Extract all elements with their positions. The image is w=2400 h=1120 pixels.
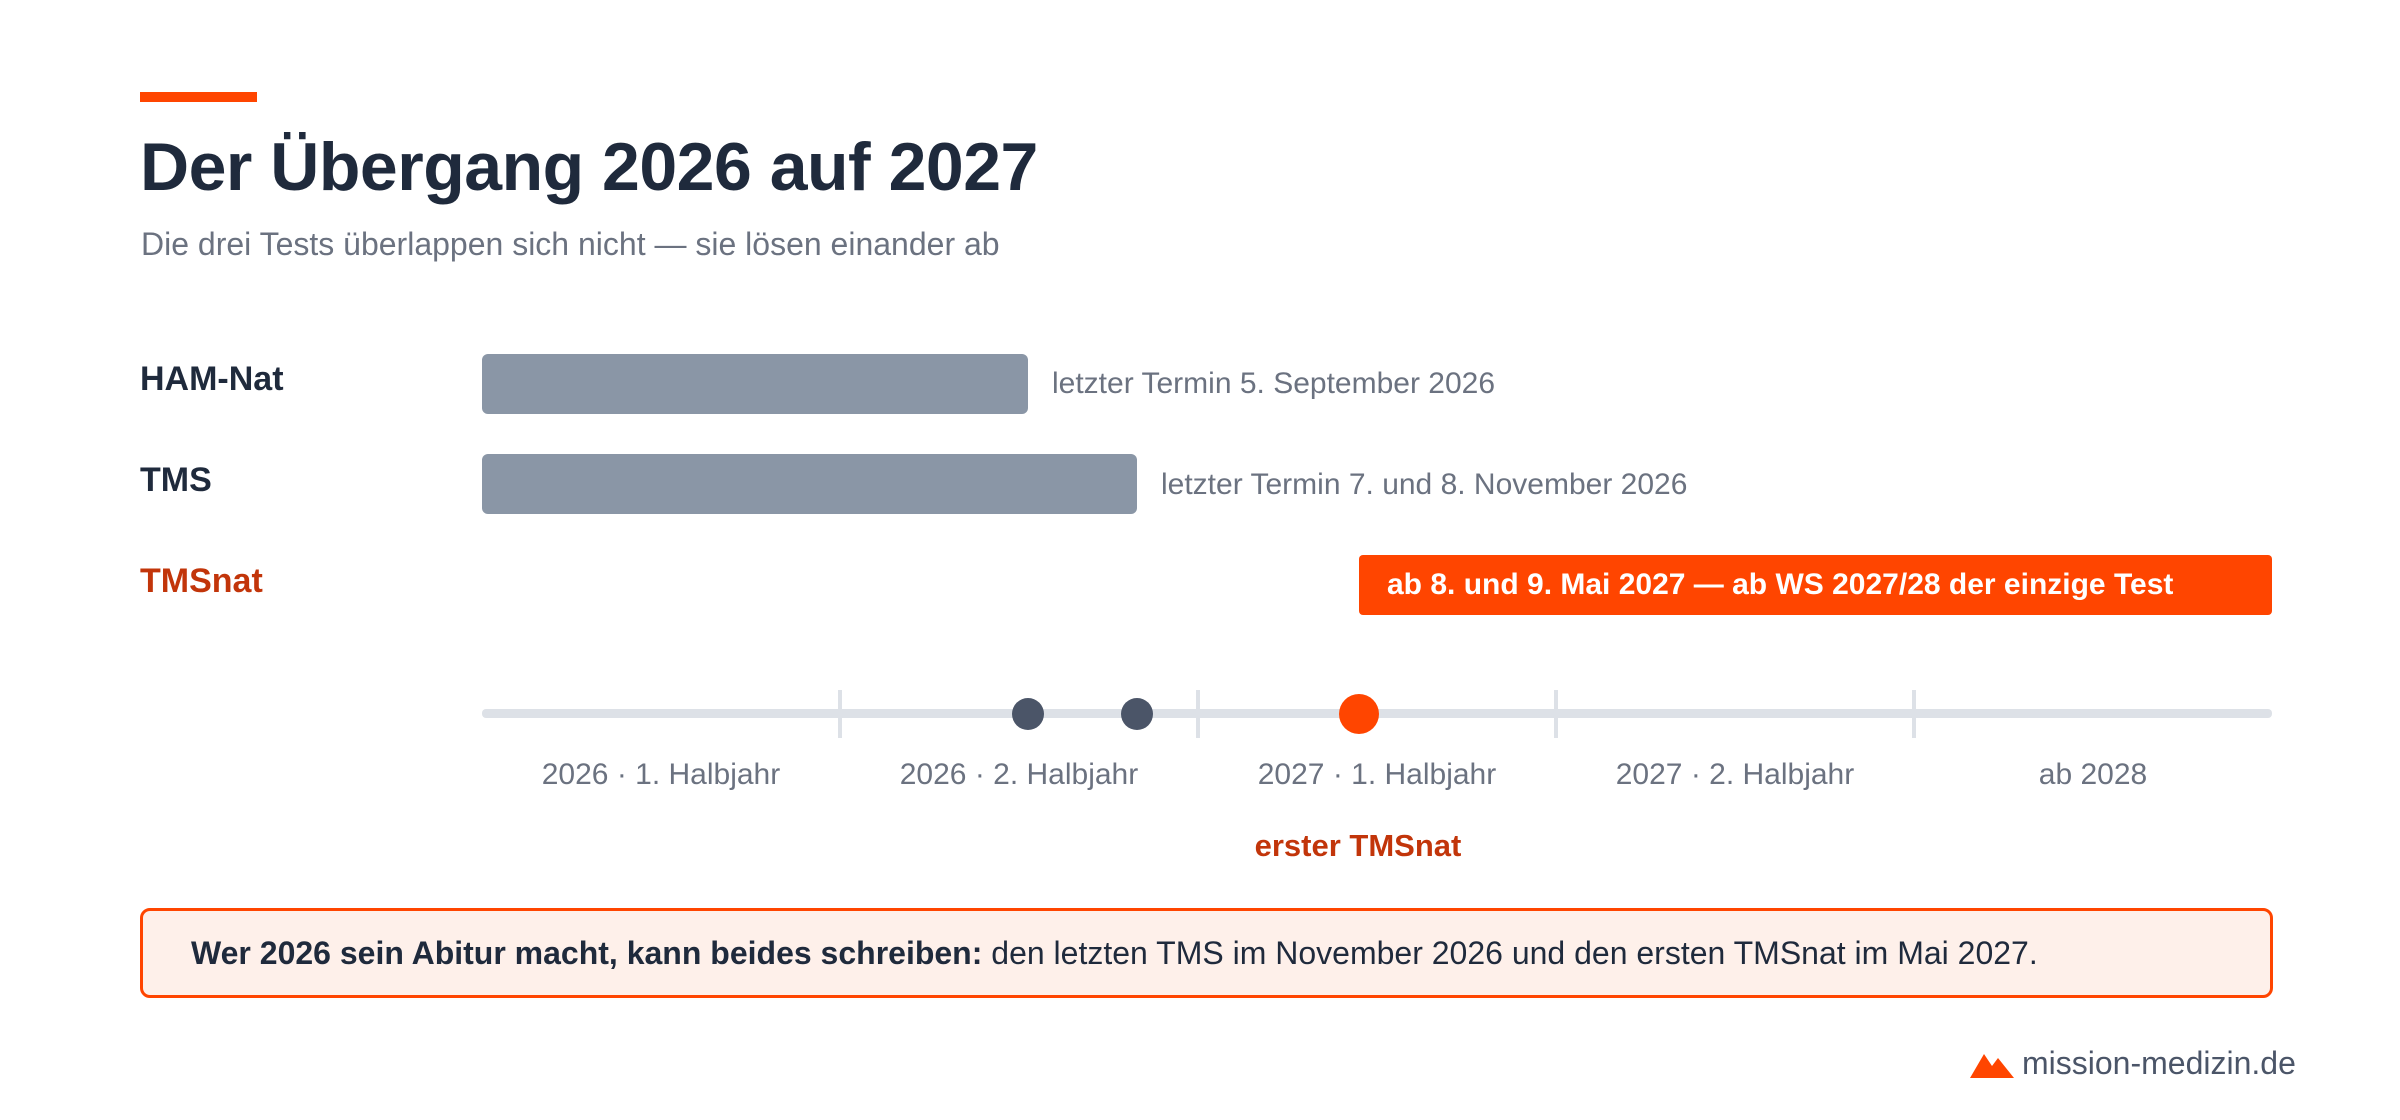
tms-end-dot [1121,698,1153,730]
bar-note-tms: letzter Termin 7. und 8. November 2026 [1161,468,1688,501]
bar-note-ham-nat: letzter Termin 5. September 2026 [1052,367,1496,400]
callout-text: den letzten TMS im November 2026 und den… [982,934,2038,971]
period-label: 2026 · 2. Halbjahr [899,758,1139,791]
row-label-ham-nat: HAM-Nat [140,360,284,398]
callout-bold-text: Wer 2026 sein Abitur macht, kann beides … [191,934,983,971]
ham-nat-end-dot [1012,698,1044,730]
timeline-tick [1196,690,1200,738]
info-callout: Wer 2026 sein Abitur macht, kann beides … [140,908,2273,998]
timeline-tick [1912,690,1916,738]
brand-name: mission-medizin.de [2022,1045,2296,1081]
page-subtitle: Die drei Tests überlappen sich nicht — s… [141,226,1000,262]
bar-tmsnat: ab 8. und 9. Mai 2027 — ab WS 2027/28 de… [1359,555,2272,615]
bar-tms [482,454,1137,514]
marker-label: erster TMSnat [1254,828,1462,863]
bar-tmsnat-label: ab 8. und 9. Mai 2027 — ab WS 2027/28 de… [1387,568,2174,601]
period-label: 2026 · 1. Halbjahr [541,758,781,791]
bar-ham-nat [482,354,1028,414]
period-label: ab 2028 [2038,758,2148,791]
timeline-tick [1554,690,1558,738]
period-label: 2027 · 2. Halbjahr [1615,758,1855,791]
brand: mission-medizin.de [1970,1045,2296,1082]
mountain-icon [1970,1053,2014,1078]
tmsnat-start-dot [1339,694,1379,734]
row-label-tmsnat: TMSnat [140,562,263,600]
timeline-tick [838,690,842,738]
row-label-tms: TMS [140,461,212,499]
page-title: Der Übergang 2026 auf 2027 [140,129,1038,205]
accent-line [140,92,257,102]
period-label: 2027 · 1. Halbjahr [1257,758,1497,791]
